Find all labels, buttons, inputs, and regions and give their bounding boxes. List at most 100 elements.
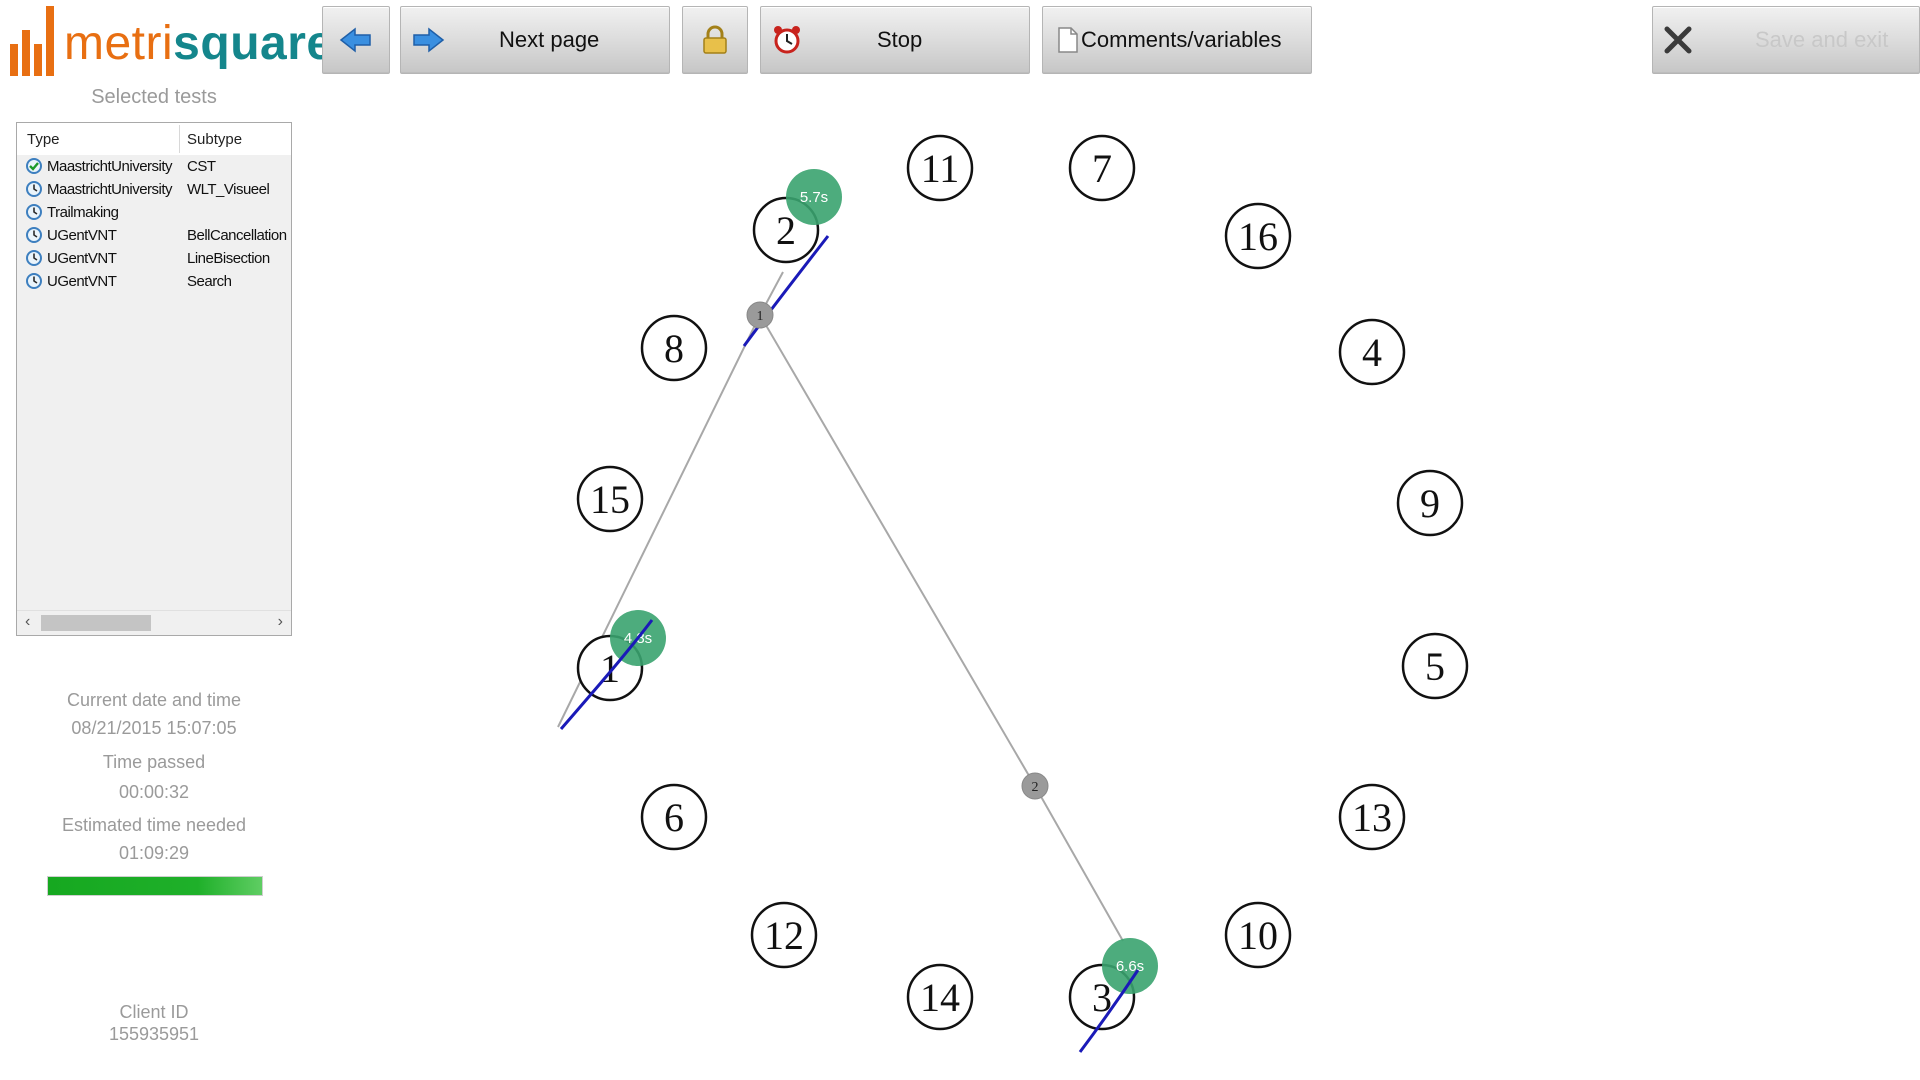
target-number: 14	[920, 975, 960, 1020]
target-circle[interactable]	[576, 465, 644, 533]
arrow-right-icon	[413, 27, 445, 53]
target-number: 12	[764, 913, 804, 958]
client-id-label: Client ID	[119, 1002, 189, 1022]
selected-tests-list[interactable]: Type Subtype MaastrichtUniversity CST Ma…	[16, 122, 292, 636]
column-header-type[interactable]: Type	[27, 131, 60, 148]
pen-lift-marker	[746, 301, 774, 329]
target-number: 6	[664, 795, 684, 840]
test-subtype: CST	[187, 158, 216, 175]
clock-icon	[26, 204, 42, 220]
metrisquare-logo: metrisquare	[6, 2, 333, 82]
time-passed-value: 00:00:32	[118, 782, 190, 802]
pen-lift-marker	[1021, 772, 1049, 800]
test-row[interactable]: Trailmaking	[17, 201, 291, 224]
clock-icon	[26, 181, 42, 197]
scroll-left-icon[interactable]: ‹	[25, 613, 31, 630]
target-number: 9	[1420, 481, 1440, 526]
test-type: UGentVNT	[47, 250, 117, 267]
current-date-label: Current date and time	[66, 690, 242, 710]
timing-marker-label: 5.7s	[800, 189, 828, 206]
target-number: 4	[1362, 330, 1382, 375]
comments-variables-label: Comments/variables	[1081, 27, 1282, 52]
lock-icon	[703, 25, 727, 54]
test-type: UGentVNT	[47, 273, 117, 290]
target-number: 15	[590, 477, 630, 522]
logo-wordmark: metrisquare	[64, 16, 334, 71]
pen-stroke	[1078, 969, 1140, 1053]
selected-tests-title: Selected tests	[91, 86, 217, 108]
lock-button[interactable]	[682, 6, 748, 74]
target-circle[interactable]	[1068, 134, 1136, 202]
pen-lift-label: 2	[1032, 780, 1039, 795]
stop-button[interactable]: Stop	[760, 6, 1030, 74]
target-circle[interactable]	[1396, 469, 1464, 537]
target-circle[interactable]	[1224, 901, 1292, 969]
estimated-time-label: Estimated time needed	[61, 815, 247, 835]
target-circle[interactable]	[640, 783, 708, 851]
test-type: MaastrichtUniversity	[47, 181, 173, 198]
target-number: 3	[1092, 975, 1112, 1020]
alarm-clock-icon	[774, 26, 800, 54]
target-number: 13	[1352, 795, 1392, 840]
target-number: 10	[1238, 913, 1278, 958]
current-date-value: 08/21/2015 15:07:05	[71, 718, 237, 738]
logo-text-metri: metri	[64, 17, 174, 70]
test-row[interactable]: MaastrichtUniversity WLT_Visueel	[17, 178, 291, 201]
target-circle[interactable]	[906, 963, 974, 1031]
time-passed-label: Time passed	[102, 752, 206, 772]
target-circle[interactable]	[1401, 632, 1469, 700]
save-and-exit-label: Save and exit	[1755, 27, 1889, 52]
test-subtype: LineBisection	[187, 250, 270, 267]
target-number: 2	[776, 208, 796, 253]
target-circle[interactable]	[640, 314, 708, 382]
test-row[interactable]: UGentVNT BellCancellation	[17, 224, 291, 247]
target-circle[interactable]	[1224, 202, 1292, 270]
target-number: 11	[921, 146, 960, 191]
trail-path-line	[557, 271, 1124, 942]
test-row[interactable]: MaastrichtUniversity CST	[17, 155, 291, 178]
target-circle[interactable]	[1338, 318, 1406, 386]
progress-bar-fill	[48, 877, 262, 895]
close-x-icon	[1664, 26, 1692, 54]
target-circle[interactable]	[750, 901, 818, 969]
client-id-value: 155935951	[108, 1024, 200, 1044]
target-number: 8	[664, 326, 684, 371]
save-and-exit-button[interactable]: Save and exit	[1652, 6, 1920, 74]
target-number: 16	[1238, 214, 1278, 259]
target-number: 7	[1092, 146, 1112, 191]
pen-lift-label: 1	[757, 309, 764, 324]
comments-variables-button[interactable]: Comments/variables	[1042, 6, 1312, 74]
arrow-left-icon	[339, 27, 371, 53]
test-type: Trailmaking	[47, 204, 119, 221]
test-subtype: BellCancellation	[187, 227, 287, 244]
document-icon	[1058, 27, 1078, 53]
next-page-label: Next page	[499, 27, 600, 52]
estimated-time-value: 01:09:29	[118, 843, 190, 863]
pen-stroke	[559, 619, 654, 730]
scroll-right-icon[interactable]: ›	[277, 613, 283, 630]
timing-marker	[786, 169, 842, 225]
next-page-button[interactable]: Next page	[400, 6, 670, 74]
timing-marker	[1102, 938, 1158, 994]
test-row[interactable]: UGentVNT LineBisection	[17, 247, 291, 270]
clock-icon	[26, 273, 42, 289]
test-type: MaastrichtUniversity	[47, 158, 173, 175]
test-type: UGentVNT	[47, 227, 117, 244]
scrollbar-thumb[interactable]	[41, 615, 151, 631]
back-button[interactable]	[322, 6, 390, 74]
column-separator	[179, 125, 180, 153]
column-header-subtype[interactable]: Subtype	[187, 131, 243, 148]
clock-icon	[26, 250, 42, 266]
completed-clock-icon	[26, 158, 42, 174]
test-row[interactable]: UGentVNT Search	[17, 270, 291, 293]
target-number: 5	[1425, 644, 1445, 689]
test-subtype: WLT_Visueel	[187, 181, 270, 198]
logo-text-square: square	[173, 17, 334, 70]
tests-list-header: Type Subtype	[17, 123, 291, 155]
target-circle[interactable]	[906, 134, 974, 202]
horizontal-scrollbar[interactable]: ‹ ›	[17, 610, 291, 635]
target-circle[interactable]	[1338, 783, 1406, 851]
pen-stroke	[742, 235, 830, 347]
clock-icon	[26, 227, 42, 243]
